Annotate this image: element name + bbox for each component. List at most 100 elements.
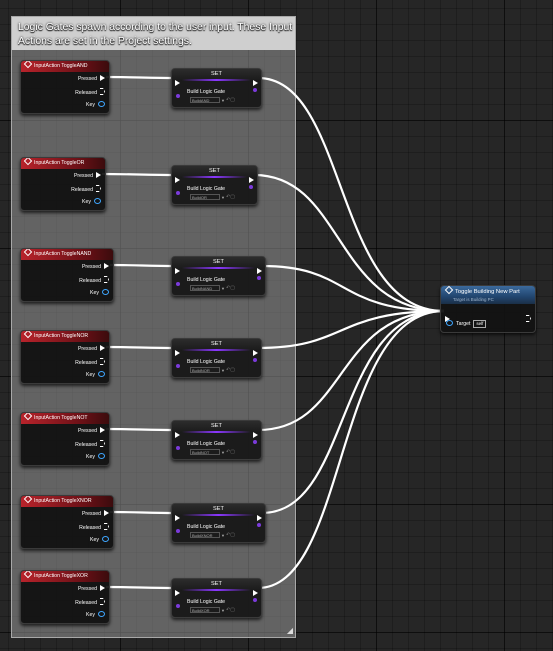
released-pin[interactable]: Released [79,523,109,531]
enum-input-pin[interactable] [176,529,180,533]
exec-wire[interactable] [105,427,176,432]
enum-output-pin[interactable] [253,88,257,92]
exec-input-pin[interactable] [175,507,180,525]
released-pin[interactable]: Released [79,276,109,284]
pressed-pin[interactable]: Pressed [82,263,109,270]
exec-output-pin[interactable] [253,582,258,600]
released-pin[interactable]: Released [71,185,101,193]
exec-wire[interactable] [105,75,176,80]
toggle-building-new-part-node[interactable]: Toggle Building New Part Target is Build… [440,285,536,333]
key-pin[interactable]: Key [86,611,105,618]
key-pin[interactable]: Key [86,371,105,378]
enum-input-pin[interactable] [176,282,180,286]
exec-wire[interactable] [257,76,445,313]
enum-input-pin[interactable] [176,446,180,450]
reset-arrow-icon[interactable]: ↶▢ [226,97,235,103]
chevron-down-icon[interactable]: ▼ [221,368,225,373]
pressed-pin[interactable]: Pressed [78,427,105,434]
enum-value-dropdown[interactable]: BuildNAND [190,285,220,291]
exec-input-pin[interactable] [175,424,180,442]
enum-input-pin[interactable] [176,604,180,608]
exec-wire[interactable] [109,263,176,268]
enum-output-pin[interactable] [249,185,253,189]
exec-input-pin[interactable] [175,72,180,90]
exec-input-pin[interactable] [175,342,180,360]
enum-output-pin[interactable] [253,440,257,444]
released-pin[interactable]: Released [75,358,105,366]
exec-wire[interactable] [253,173,445,313]
exec-wire[interactable] [257,309,445,432]
enum-output-pin[interactable] [257,276,261,280]
exec-input-pin[interactable] [445,308,450,326]
chevron-down-icon[interactable]: ▼ [221,195,225,200]
exec-wire[interactable] [105,585,176,590]
exec-output-pin[interactable] [253,342,258,360]
pressed-pin[interactable]: Pressed [78,585,105,592]
exec-output-pin[interactable] [526,308,531,326]
exec-input-pin[interactable] [175,169,180,187]
chevron-down-icon[interactable]: ▼ [221,286,225,291]
chevron-down-icon[interactable]: ▼ [221,608,225,613]
exec-wire[interactable] [257,309,445,350]
enum-output-pin[interactable] [257,523,261,527]
enum-input-pin[interactable] [176,94,180,98]
exec-output-pin[interactable] [257,260,262,278]
key-pin[interactable]: Key [82,198,101,205]
exec-wire[interactable] [105,345,176,350]
reset-arrow-icon[interactable]: ↶▢ [226,449,235,455]
exec-wire[interactable] [101,172,176,177]
pressed-pin[interactable]: Pressed [82,510,109,517]
reset-arrow-icon[interactable]: ↶▢ [226,285,235,291]
exec-wire[interactable] [261,264,445,313]
key-pin[interactable]: Key [90,536,109,543]
enum-value-dropdown[interactable]: BuildAND [190,97,220,103]
enum-output-pin[interactable] [253,598,257,602]
key-pin[interactable]: Key [86,453,105,460]
enum-value-dropdown[interactable]: BuildNOT [190,449,220,455]
reset-arrow-icon[interactable]: ↶▢ [226,367,235,373]
key-pin[interactable]: Key [90,289,109,296]
key-pin[interactable]: Key [86,101,105,108]
exec-output-pin[interactable] [257,507,262,525]
pressed-pin[interactable]: Pressed [78,75,105,82]
exec-output-pin[interactable] [253,424,258,442]
enum-output-pin[interactable] [253,358,257,362]
exec-input-pin[interactable] [175,260,180,278]
enum-input-pin[interactable] [176,191,180,195]
exec-output-pin[interactable] [253,72,258,90]
resize-grip-icon[interactable]: ◢ [286,626,293,635]
exec-input-pin[interactable] [175,582,180,600]
released-pin[interactable]: Released [75,440,105,448]
comment-header[interactable]: Logic Gates spawn according to the user … [12,17,295,50]
enum-value-dropdown[interactable]: BuildOR [190,194,220,200]
exec-wire[interactable] [261,309,445,515]
reset-arrow-icon[interactable]: ↶▢ [226,607,235,613]
enum-value-dropdown[interactable]: BuildNOR [190,367,220,373]
chevron-down-icon[interactable]: ▼ [221,98,225,103]
chevron-down-icon[interactable]: ▼ [221,450,225,455]
enum-value-dropdown[interactable]: BuildXNOR [190,532,220,538]
pressed-pin[interactable]: Pressed [78,345,105,352]
exec-wire[interactable] [257,309,445,590]
released-pin[interactable]: Released [75,598,105,606]
released-pin[interactable]: Released [75,88,105,96]
pressed-pin[interactable]: Pressed [74,172,101,179]
chevron-down-icon[interactable]: ▼ [221,533,225,538]
exec-wire[interactable] [109,510,176,515]
reset-arrow-icon[interactable]: ↶▢ [226,532,235,538]
